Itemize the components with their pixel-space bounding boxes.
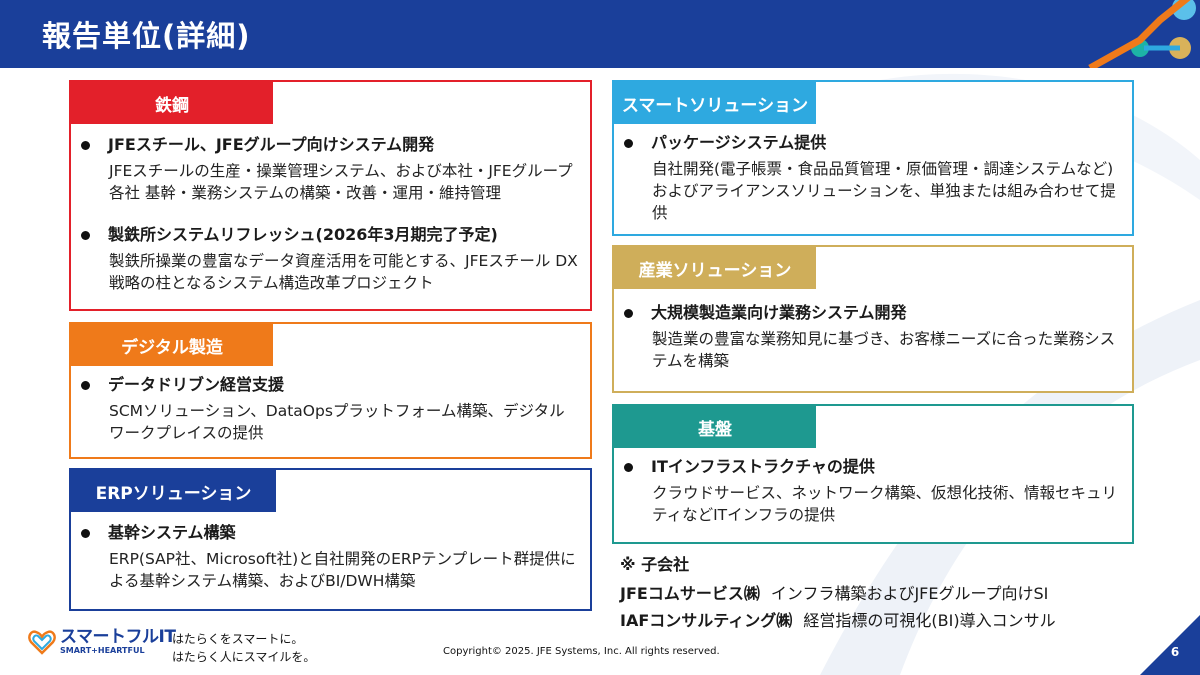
item-title: 大規模製造業向け業務システム開発 (651, 303, 907, 322)
item-title: パッケージシステム提供 (651, 133, 827, 152)
bullet-icon (81, 140, 90, 150)
subsidiary-text: 経営指標の可視化(BI)導入コンサル (803, 611, 1056, 630)
segment-platform-label: 基盤 (614, 406, 816, 448)
segment-smart: スマートソリューション パッケージシステム提供 自社開発(電子帳票・食品品質管理… (612, 80, 1134, 236)
bullet-icon (81, 380, 90, 390)
segment-digital-label: デジタル製造 (71, 324, 273, 366)
bullet-icon (81, 528, 90, 538)
segment-industry: 産業ソリューション 大規模製造業向け業務システム開発 製造業の豊富な業務知見に基… (612, 245, 1134, 393)
page-number: 6 (1170, 645, 1180, 659)
item-description: 自社開発(電子帳票・食品品質管理・原価管理・調達システムなど)およびアライアンス… (652, 160, 1116, 222)
item-title: JFEスチール、JFEグループ向けシステム開発 (108, 135, 435, 154)
logo-sub-text: SMART+HEARTFUL (60, 646, 145, 655)
footer-tagline: はたらくをスマートに。 はたらく人にスマイルを。 (172, 630, 315, 666)
subsidiary-row: JFEコムサービス㈱ インフラ構築およびJFEグループ向けSI (620, 580, 1048, 604)
page-title: 報告単位(詳細) (42, 19, 251, 53)
subsidiaries-heading: ※ 子会社 (620, 555, 690, 574)
bullet-icon (624, 138, 633, 148)
bullet-icon (624, 308, 633, 318)
subsidiary-company: JFEコムサービス㈱ (620, 584, 760, 603)
list-item: データドリブン経営支援 SCMソリューション、DataOpsプラットフォーム構築… (71, 374, 590, 444)
item-description: クラウドサービス、ネットワーク構築、仮想化技術、情報セキュリティなどITインフラ… (652, 484, 1118, 524)
bullet-icon (624, 462, 633, 472)
segment-steel-label: 鉄鋼 (71, 82, 273, 124)
segment-smart-label: スマートソリューション (614, 82, 816, 124)
copyright-text: Copyright© 2025. JFE Systems, Inc. All r… (443, 646, 720, 657)
item-title: ITインフラストラクチャの提供 (651, 457, 875, 476)
smartful-it-logo: スマートフルIT SMART+HEARTFUL (28, 627, 176, 656)
item-description: 製鉄所操業の豊富なデータ資産活用を可能とする、JFEスチール DX戦略の柱となる… (109, 252, 578, 292)
list-item: 基幹システム構築 ERP(SAP社、Microsoft社)と自社開発のERPテン… (71, 522, 590, 592)
bullet-icon (81, 230, 90, 240)
tagline-line: はたらく人にスマイルを。 (172, 650, 316, 664)
segment-platform: 基盤 ITインフラストラクチャの提供 クラウドサービス、ネットワーク構築、仮想化… (612, 404, 1134, 544)
subsidiary-company: IAFコンサルティング㈱ (620, 611, 793, 630)
logo-main-text: スマートフルIT (60, 627, 176, 647)
item-description: SCMソリューション、DataOpsプラットフォーム構築、デジタルワークプレイス… (109, 402, 565, 442)
item-title: 製鉄所システムリフレッシュ(2026年3月期完了予定) (108, 225, 498, 244)
list-item: ITインフラストラクチャの提供 クラウドサービス、ネットワーク構築、仮想化技術、… (614, 456, 1132, 526)
subsidiary-text: インフラ構築およびJFEグループ向けSI (770, 584, 1049, 603)
segment-erp: ERPソリューション 基幹システム構築 ERP(SAP社、Microsoft社)… (69, 468, 592, 611)
segment-digital: デジタル製造 データドリブン経営支援 SCMソリューション、DataOpsプラッ… (69, 322, 592, 459)
item-title: 基幹システム構築 (108, 523, 236, 542)
segment-erp-label: ERPソリューション (71, 470, 276, 512)
item-description: 製造業の豊富な業務知見に基づき、お客様ニーズに合った業務システムを構築 (652, 330, 1116, 370)
decorative-circles-icon (1088, 0, 1196, 68)
heart-logo-icon (28, 630, 56, 655)
segment-steel: 鉄鋼 JFEスチール、JFEグループ向けシステム開発 JFEスチールの生産・操業… (69, 80, 592, 311)
subsidiary-row: IAFコンサルティング㈱ 経営指標の可視化(BI)導入コンサル (620, 607, 1056, 631)
list-item: パッケージシステム提供 自社開発(電子帳票・食品品質管理・原価管理・調達システム… (614, 132, 1132, 224)
list-item: JFEスチール、JFEグループ向けシステム開発 JFEスチールの生産・操業管理シ… (71, 134, 590, 204)
list-item: 大規模製造業向け業務システム開発 製造業の豊富な業務知見に基づき、お客様ニーズに… (614, 302, 1132, 372)
header-bar: 報告単位(詳細) (0, 0, 1200, 68)
page-corner-shape (1140, 615, 1200, 675)
list-item: 製鉄所システムリフレッシュ(2026年3月期完了予定) 製鉄所操業の豊富なデータ… (71, 224, 590, 294)
item-description: JFEスチールの生産・操業管理システム、および本社・JFEグループ各社 基幹・業… (109, 162, 573, 202)
tagline-line: はたらくをスマートに。 (172, 632, 304, 646)
item-description: ERP(SAP社、Microsoft社)と自社開発のERPテンプレート群提供によ… (109, 550, 576, 590)
item-title: データドリブン経営支援 (108, 375, 285, 394)
segment-industry-label: 産業ソリューション (614, 247, 816, 289)
